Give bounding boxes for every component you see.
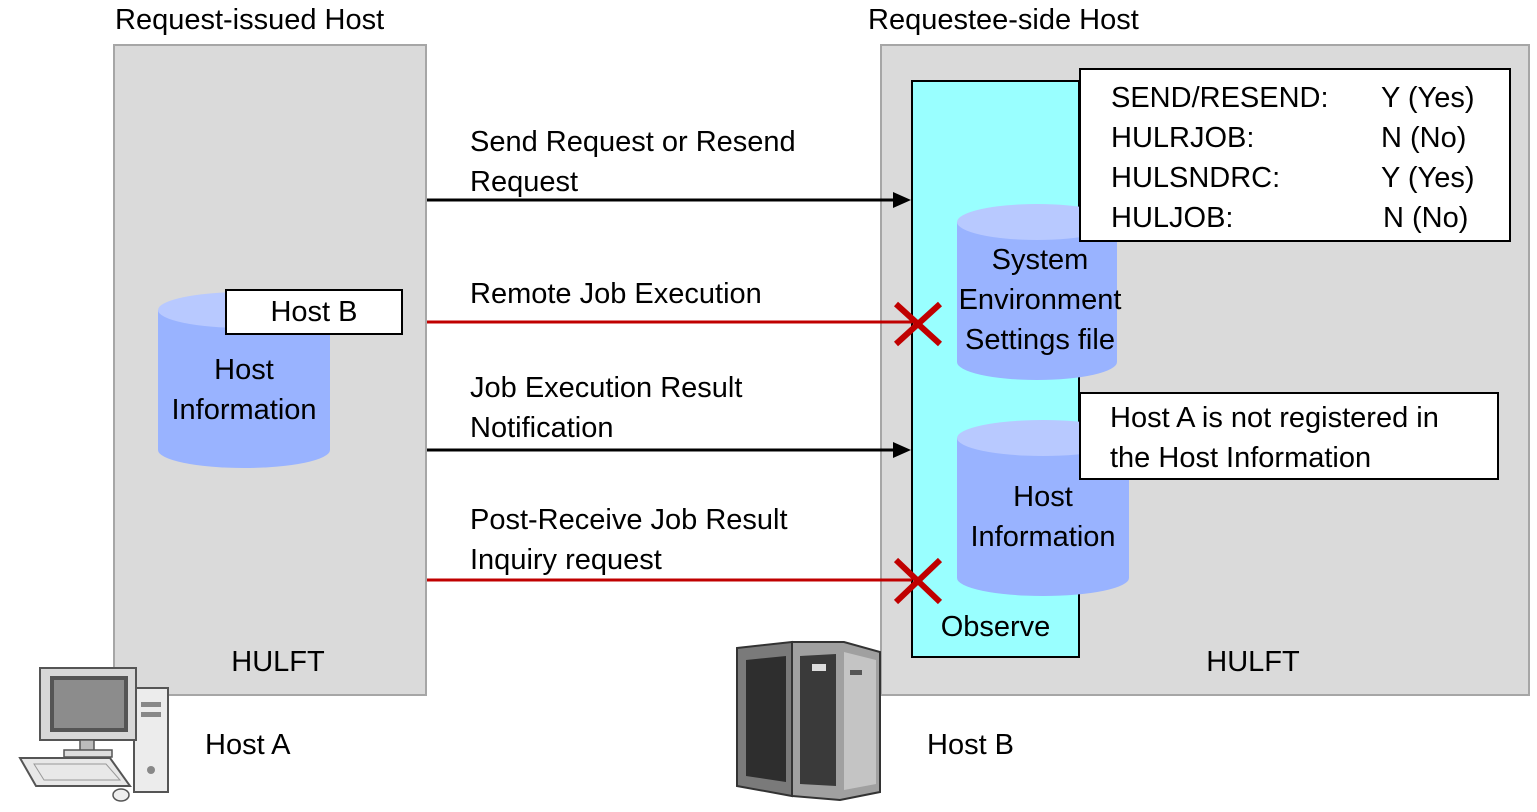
arrow-label-inquiry-line1: Post-Receive Job Result: [470, 504, 788, 536]
setting-value: N (No): [1381, 122, 1467, 154]
arrow-label-inquiry-line2: Inquiry request: [470, 544, 662, 576]
desktop-pc-icon: [18, 667, 169, 802]
observe-label: Observe: [940, 611, 1051, 643]
job-result-notification-arrow: [427, 442, 911, 458]
right-db-label-line2: Information: [970, 521, 1116, 553]
host-b-machine-label: Host B: [927, 729, 1015, 761]
server-rack-icon: [736, 640, 881, 802]
setting-key: HULJOB:: [1111, 202, 1234, 234]
setting-row: HULJOB: N (No): [1111, 198, 1509, 238]
settings-file-database-icon: [957, 204, 1117, 380]
send-request-arrow: [427, 192, 911, 208]
blocked-x-icon: [893, 301, 943, 347]
right-hulft-label: HULFT: [1206, 646, 1300, 678]
setting-row: HULSNDRC: Y (Yes): [1111, 158, 1509, 198]
arrow-label-send-line1: Send Request or Resend: [470, 126, 796, 158]
settings-db-line3: Settings file: [965, 324, 1115, 356]
host-a-machine-label: Host A: [205, 729, 291, 761]
arrow-label-result-line1: Job Execution Result: [470, 372, 743, 404]
left-hulft-label: HULFT: [231, 646, 325, 678]
setting-key: SEND/RESEND:: [1111, 82, 1329, 114]
setting-row: SEND/RESEND: Y (Yes): [1111, 78, 1509, 118]
setting-row: HULRJOB: N (No): [1111, 118, 1509, 158]
settings-db-line1: System: [991, 244, 1089, 276]
note-line1: Host A is not registered in: [1110, 402, 1439, 434]
right-db-label-line1: Host: [1013, 481, 1073, 513]
post-receive-inquiry-arrow: [427, 557, 943, 605]
settings-parameters-box: SEND/RESEND: Y (Yes) HULRJOB: N (No) HUL…: [1079, 68, 1511, 242]
setting-value: Y (Yes): [1381, 82, 1475, 114]
blocked-x-icon: [893, 557, 943, 605]
left-db-label-line1: Host: [214, 354, 274, 386]
note-line2: the Host Information: [1110, 442, 1372, 474]
not-registered-note: Host A is not registered in the Host Inf…: [1079, 392, 1499, 480]
remote-job-execution-arrow: [427, 301, 943, 347]
setting-value: Y (Yes): [1381, 162, 1475, 194]
setting-key: HULSNDRC:: [1111, 162, 1281, 194]
right-host-header: Requestee-side Host: [868, 4, 1139, 36]
left-host-header: Request-issued Host: [115, 4, 385, 36]
setting-value: N (No): [1383, 202, 1469, 234]
arrow-label-result-line2: Notification: [470, 412, 614, 444]
arrow-label-remote-job: Remote Job Execution: [470, 278, 762, 310]
setting-key: HULRJOB:: [1111, 122, 1255, 154]
host-b-tag: Host B: [225, 289, 403, 335]
arrow-label-send-line2: Request: [470, 166, 579, 198]
left-db-label-line2: Information: [171, 394, 317, 426]
settings-db-line2: Environment: [958, 284, 1122, 316]
